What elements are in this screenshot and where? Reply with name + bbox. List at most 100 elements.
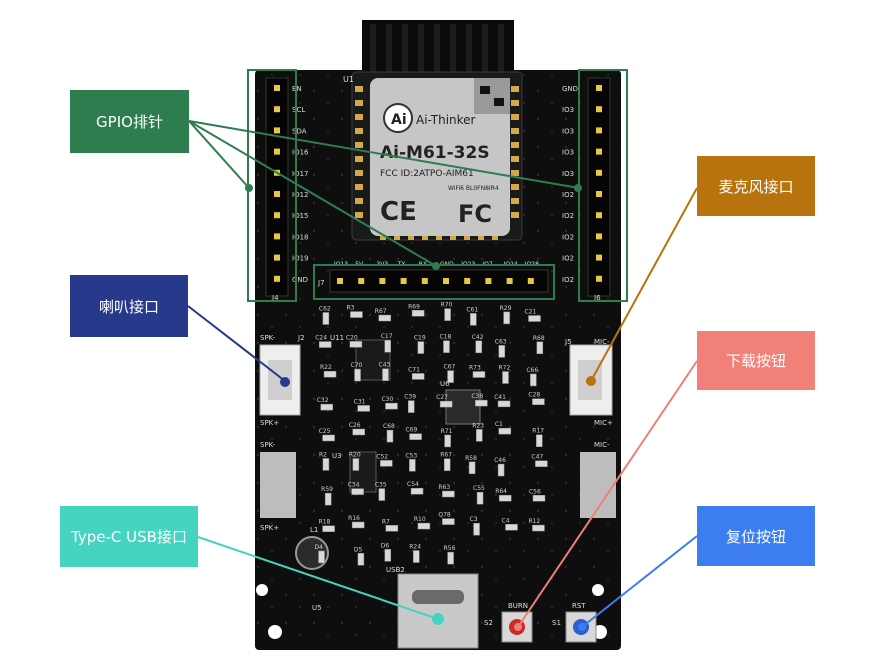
module-pad (511, 156, 519, 162)
component-label: C41 (494, 394, 506, 401)
smd-component (442, 490, 455, 498)
component-label: C32 (317, 397, 329, 404)
component-label: R7 (382, 518, 390, 525)
smd-component (532, 495, 546, 502)
component-label: R69 (408, 303, 420, 310)
smd-component (322, 458, 330, 471)
smd-component (476, 429, 483, 442)
j4-pin-label: IO18 (292, 233, 308, 241)
j7-label: J7 (317, 279, 325, 287)
component-label: C46 (494, 457, 506, 464)
component-label: C62 (319, 305, 331, 312)
rst-label: RST (572, 602, 586, 610)
module-pad (355, 86, 363, 92)
download-callout: 下载按钮 (697, 331, 815, 390)
component-label: R56 (444, 545, 456, 552)
component-label: C63 (495, 338, 507, 345)
component-label: C39 (404, 394, 416, 401)
mount-hole (268, 625, 282, 639)
header-j6 (587, 77, 611, 297)
j6-label: J6 (593, 294, 601, 302)
module-fcc: FCC ID:2ATPO-AIM61 (380, 169, 474, 179)
module-chip-corner (474, 78, 510, 114)
u1-label: U1 (343, 75, 354, 84)
component-label: R73 (469, 365, 481, 372)
component-label: Q78 (438, 512, 451, 519)
spk-minus-label: SPK- (260, 441, 276, 449)
s2-label: S2 (484, 619, 493, 627)
smd-component (349, 341, 363, 348)
spk-pad-block (260, 452, 296, 518)
header-pin (274, 148, 280, 155)
component-label: C38 (471, 393, 483, 400)
smd-component (473, 522, 480, 536)
smd-component (411, 373, 425, 380)
component-label: R72 (499, 365, 511, 372)
usb-callout: Type-C USB接口 (60, 506, 198, 567)
component-label: C31 (354, 398, 366, 405)
smd-component (407, 400, 415, 413)
u6-label: U6 (440, 380, 450, 388)
smd-component (470, 313, 477, 326)
module-pad (511, 184, 519, 190)
header-pin (421, 278, 428, 284)
component-label: C68 (383, 423, 395, 430)
component-label: R12 (528, 518, 540, 525)
component-label: D4 (315, 544, 324, 551)
smd-component (378, 314, 392, 322)
module-pad (511, 142, 519, 148)
smd-component (468, 461, 476, 475)
component-label: C54 (407, 481, 419, 488)
component-label: D6 (381, 542, 390, 549)
smd-component (444, 434, 451, 448)
header-pin (596, 275, 602, 282)
mic-minus-label: MIC- (594, 441, 610, 449)
component-label: C17 (381, 333, 393, 340)
header-pin (596, 254, 602, 261)
component-label: R3 (346, 305, 354, 312)
antenna-trace (466, 24, 472, 76)
j4-label: J4 (271, 294, 279, 302)
reset-callout: 复位按钮 (697, 506, 815, 566)
component-label: C35 (375, 482, 387, 489)
leader-download (517, 360, 698, 628)
module-model: Ai-M61-32S (380, 143, 490, 163)
smd-component (385, 525, 399, 532)
smd-component (498, 345, 506, 358)
smd-component (442, 518, 455, 525)
burn-label: BURN (508, 602, 528, 610)
antenna-trace (370, 24, 376, 76)
ai-logo-icon (383, 103, 413, 133)
header-pin (274, 212, 280, 219)
smd-component (532, 398, 545, 405)
leader-dot (280, 377, 290, 387)
leader-usb (197, 536, 439, 620)
leader-dot (578, 623, 586, 631)
smd-component (439, 400, 453, 408)
component-label: C42 (472, 334, 484, 341)
smd-component (417, 522, 431, 530)
component-label: C25 (319, 428, 331, 435)
component-label: R63 (438, 484, 450, 491)
smd-component (444, 308, 451, 321)
mic-minus-label: MIC- (594, 338, 610, 346)
component-label: C18 (439, 334, 451, 341)
module-pad (355, 156, 363, 162)
component-label: R24 (409, 544, 421, 551)
header-pin (274, 254, 280, 261)
mic-plus-label: MIC+ (594, 419, 613, 427)
j6-pin-label: GND (562, 85, 578, 93)
antenna-trace (402, 24, 408, 76)
component-label: C24 (315, 335, 327, 342)
antenna-trace (434, 24, 440, 76)
header-pin (506, 278, 513, 284)
ce-mark: CE (380, 197, 417, 227)
module-pad (355, 198, 363, 204)
j4-pin-label: IO16 (292, 149, 309, 157)
antenna-trace (418, 24, 424, 76)
smd-component (535, 460, 548, 467)
smd-component (384, 339, 391, 353)
component-label: R67 (440, 452, 452, 459)
module-pad (355, 142, 363, 148)
component-label: C67 (444, 364, 456, 371)
